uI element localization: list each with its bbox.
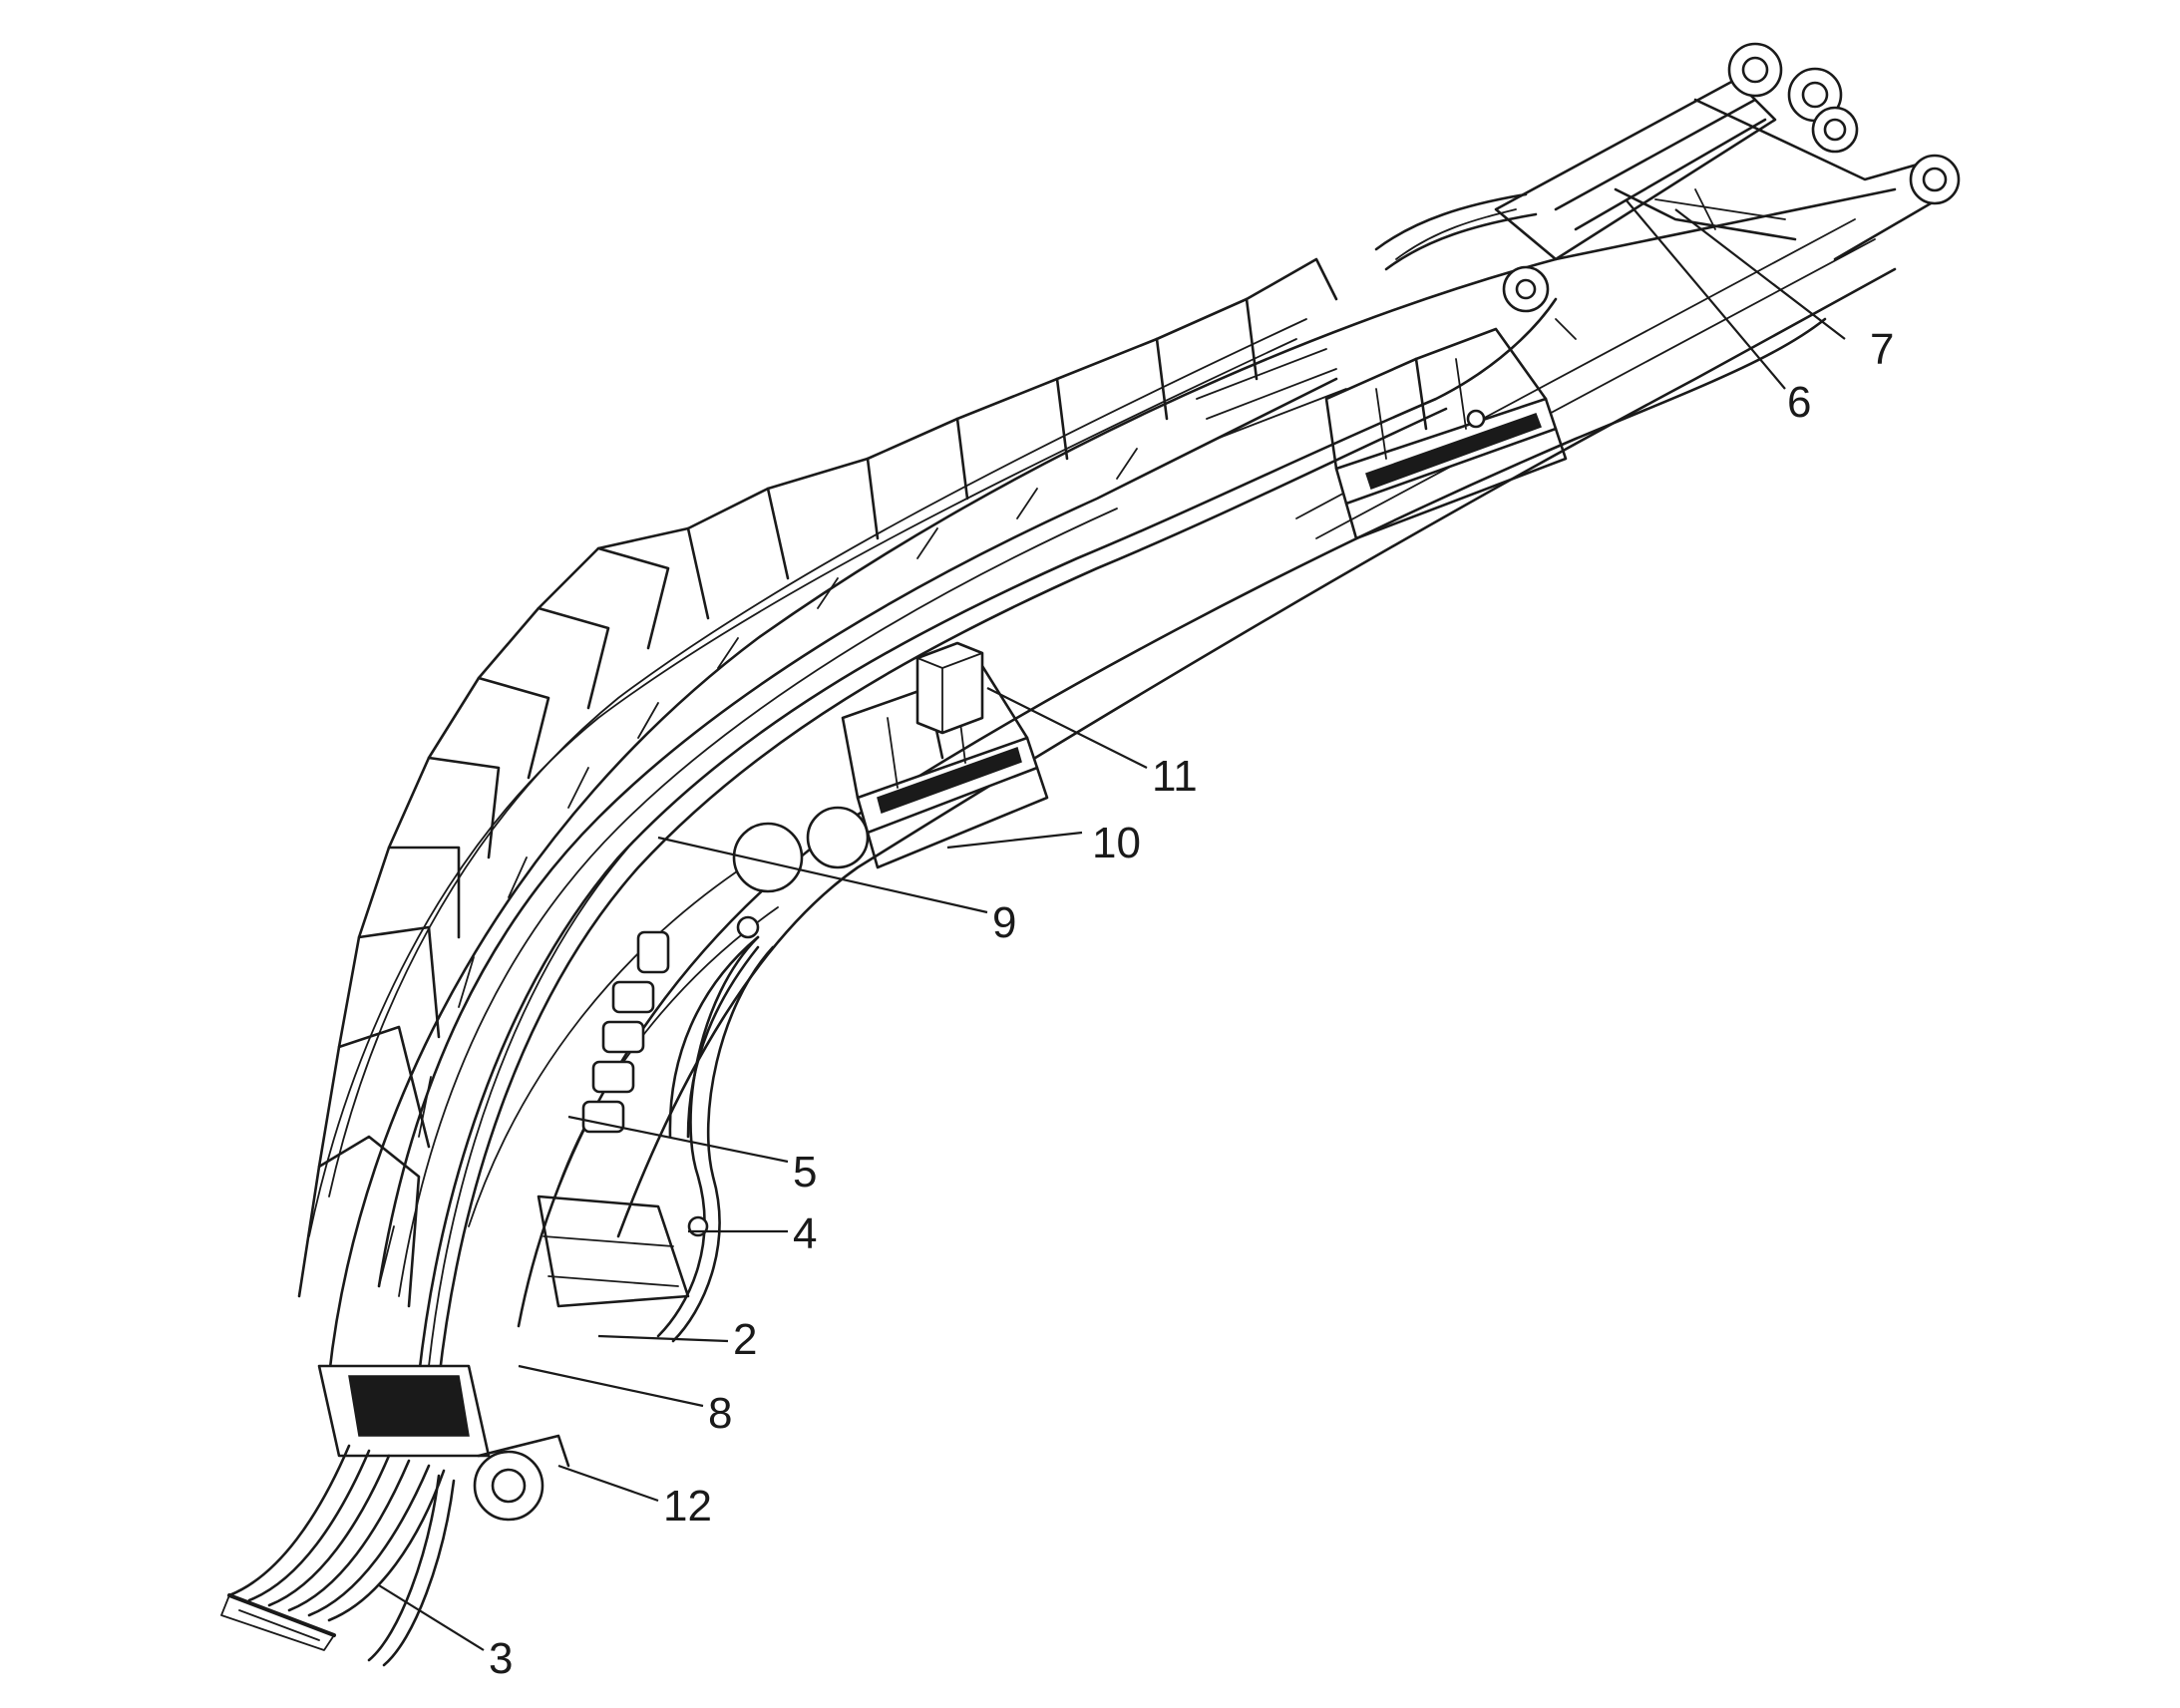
platform-upper: [1324, 327, 1568, 540]
detail-fittings: [581, 265, 1577, 1237]
leader-2: [597, 1334, 729, 1343]
upper-cylinder-assembly: [1494, 42, 1961, 261]
callout-6: 6: [1787, 378, 1811, 427]
callout-4: 4: [793, 1209, 817, 1258]
leader-11: [986, 687, 1148, 769]
callout-10: 10: [1092, 819, 1141, 867]
callout-2: 2: [733, 1315, 757, 1364]
callout-3: 3: [489, 1634, 513, 1683]
leader-8: [518, 1364, 704, 1408]
leader-3: [378, 1584, 485, 1651]
callout-9: 9: [992, 898, 1016, 947]
callout-5: 5: [793, 1148, 817, 1196]
hose-bundle: [417, 192, 1558, 1383]
callout-labels: 6 7 11 10 9 5 4 2 8 12 3: [489, 325, 1894, 1683]
walkway-railings: [297, 257, 1347, 1308]
leader-10: [946, 831, 1083, 850]
callout-12: 12: [663, 1482, 712, 1531]
boom-foot: [220, 1364, 570, 1667]
callout-8: 8: [708, 1389, 732, 1438]
callout-7: 7: [1870, 325, 1894, 374]
leader-7: [1674, 208, 1846, 340]
leader-lines: [378, 198, 1846, 1651]
boom-body: [327, 187, 1897, 1378]
leader-5: [567, 1115, 789, 1164]
leader-9: [657, 836, 988, 914]
callout-11: 11: [1152, 752, 1198, 801]
leader-6: [1625, 198, 1786, 390]
junction-box: [915, 641, 984, 735]
platform-mid: [841, 641, 1049, 869]
leader-12: [557, 1464, 659, 1503]
hose-reel: [732, 822, 804, 893]
